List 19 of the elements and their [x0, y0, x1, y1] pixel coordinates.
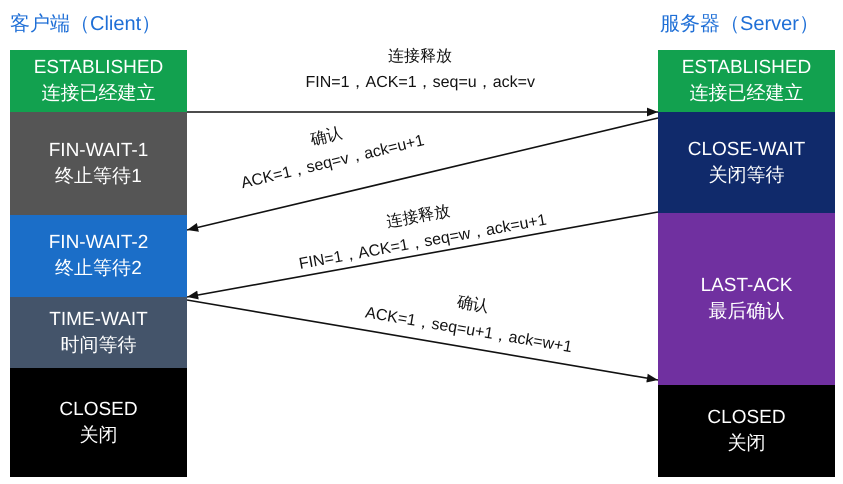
arrow: [186, 117, 658, 232]
arrow: [186, 211, 658, 300]
state-box: CLOSED 关闭: [658, 385, 835, 477]
edge-label: 连接释放 FIN=1，ACK=1，seq=w，ack=u+1: [296, 202, 548, 275]
edge-label: 确认 ACK=1，seq=u+1，ack=w+1: [362, 292, 574, 358]
state-box: CLOSED 关闭: [10, 368, 187, 477]
state-box: LAST-ACK 最后确认: [658, 213, 835, 385]
state-box: FIN-WAIT-2 终止等待2: [10, 215, 187, 297]
state-box: TIME-WAIT 时间等待: [10, 297, 187, 368]
column-heading: 服务器（Server）: [660, 12, 819, 37]
edge-label: 确认 ACK=1，seq=v，ack=u+1: [238, 124, 427, 194]
state-box: CLOSE-WAIT 关闭等待: [658, 112, 835, 213]
state-box: ESTABLISHED 连接已经建立: [658, 50, 835, 112]
state-box: FIN-WAIT-1 终止等待1: [10, 112, 187, 215]
arrow: [187, 108, 658, 116]
state-box: ESTABLISHED 连接已经建立: [10, 50, 187, 112]
column-heading: 客户端（Client）: [10, 12, 162, 37]
arrow: [186, 299, 658, 383]
edge-label: 连接释放 FIN=1，ACK=1，seq=u，ack=v: [306, 46, 535, 93]
